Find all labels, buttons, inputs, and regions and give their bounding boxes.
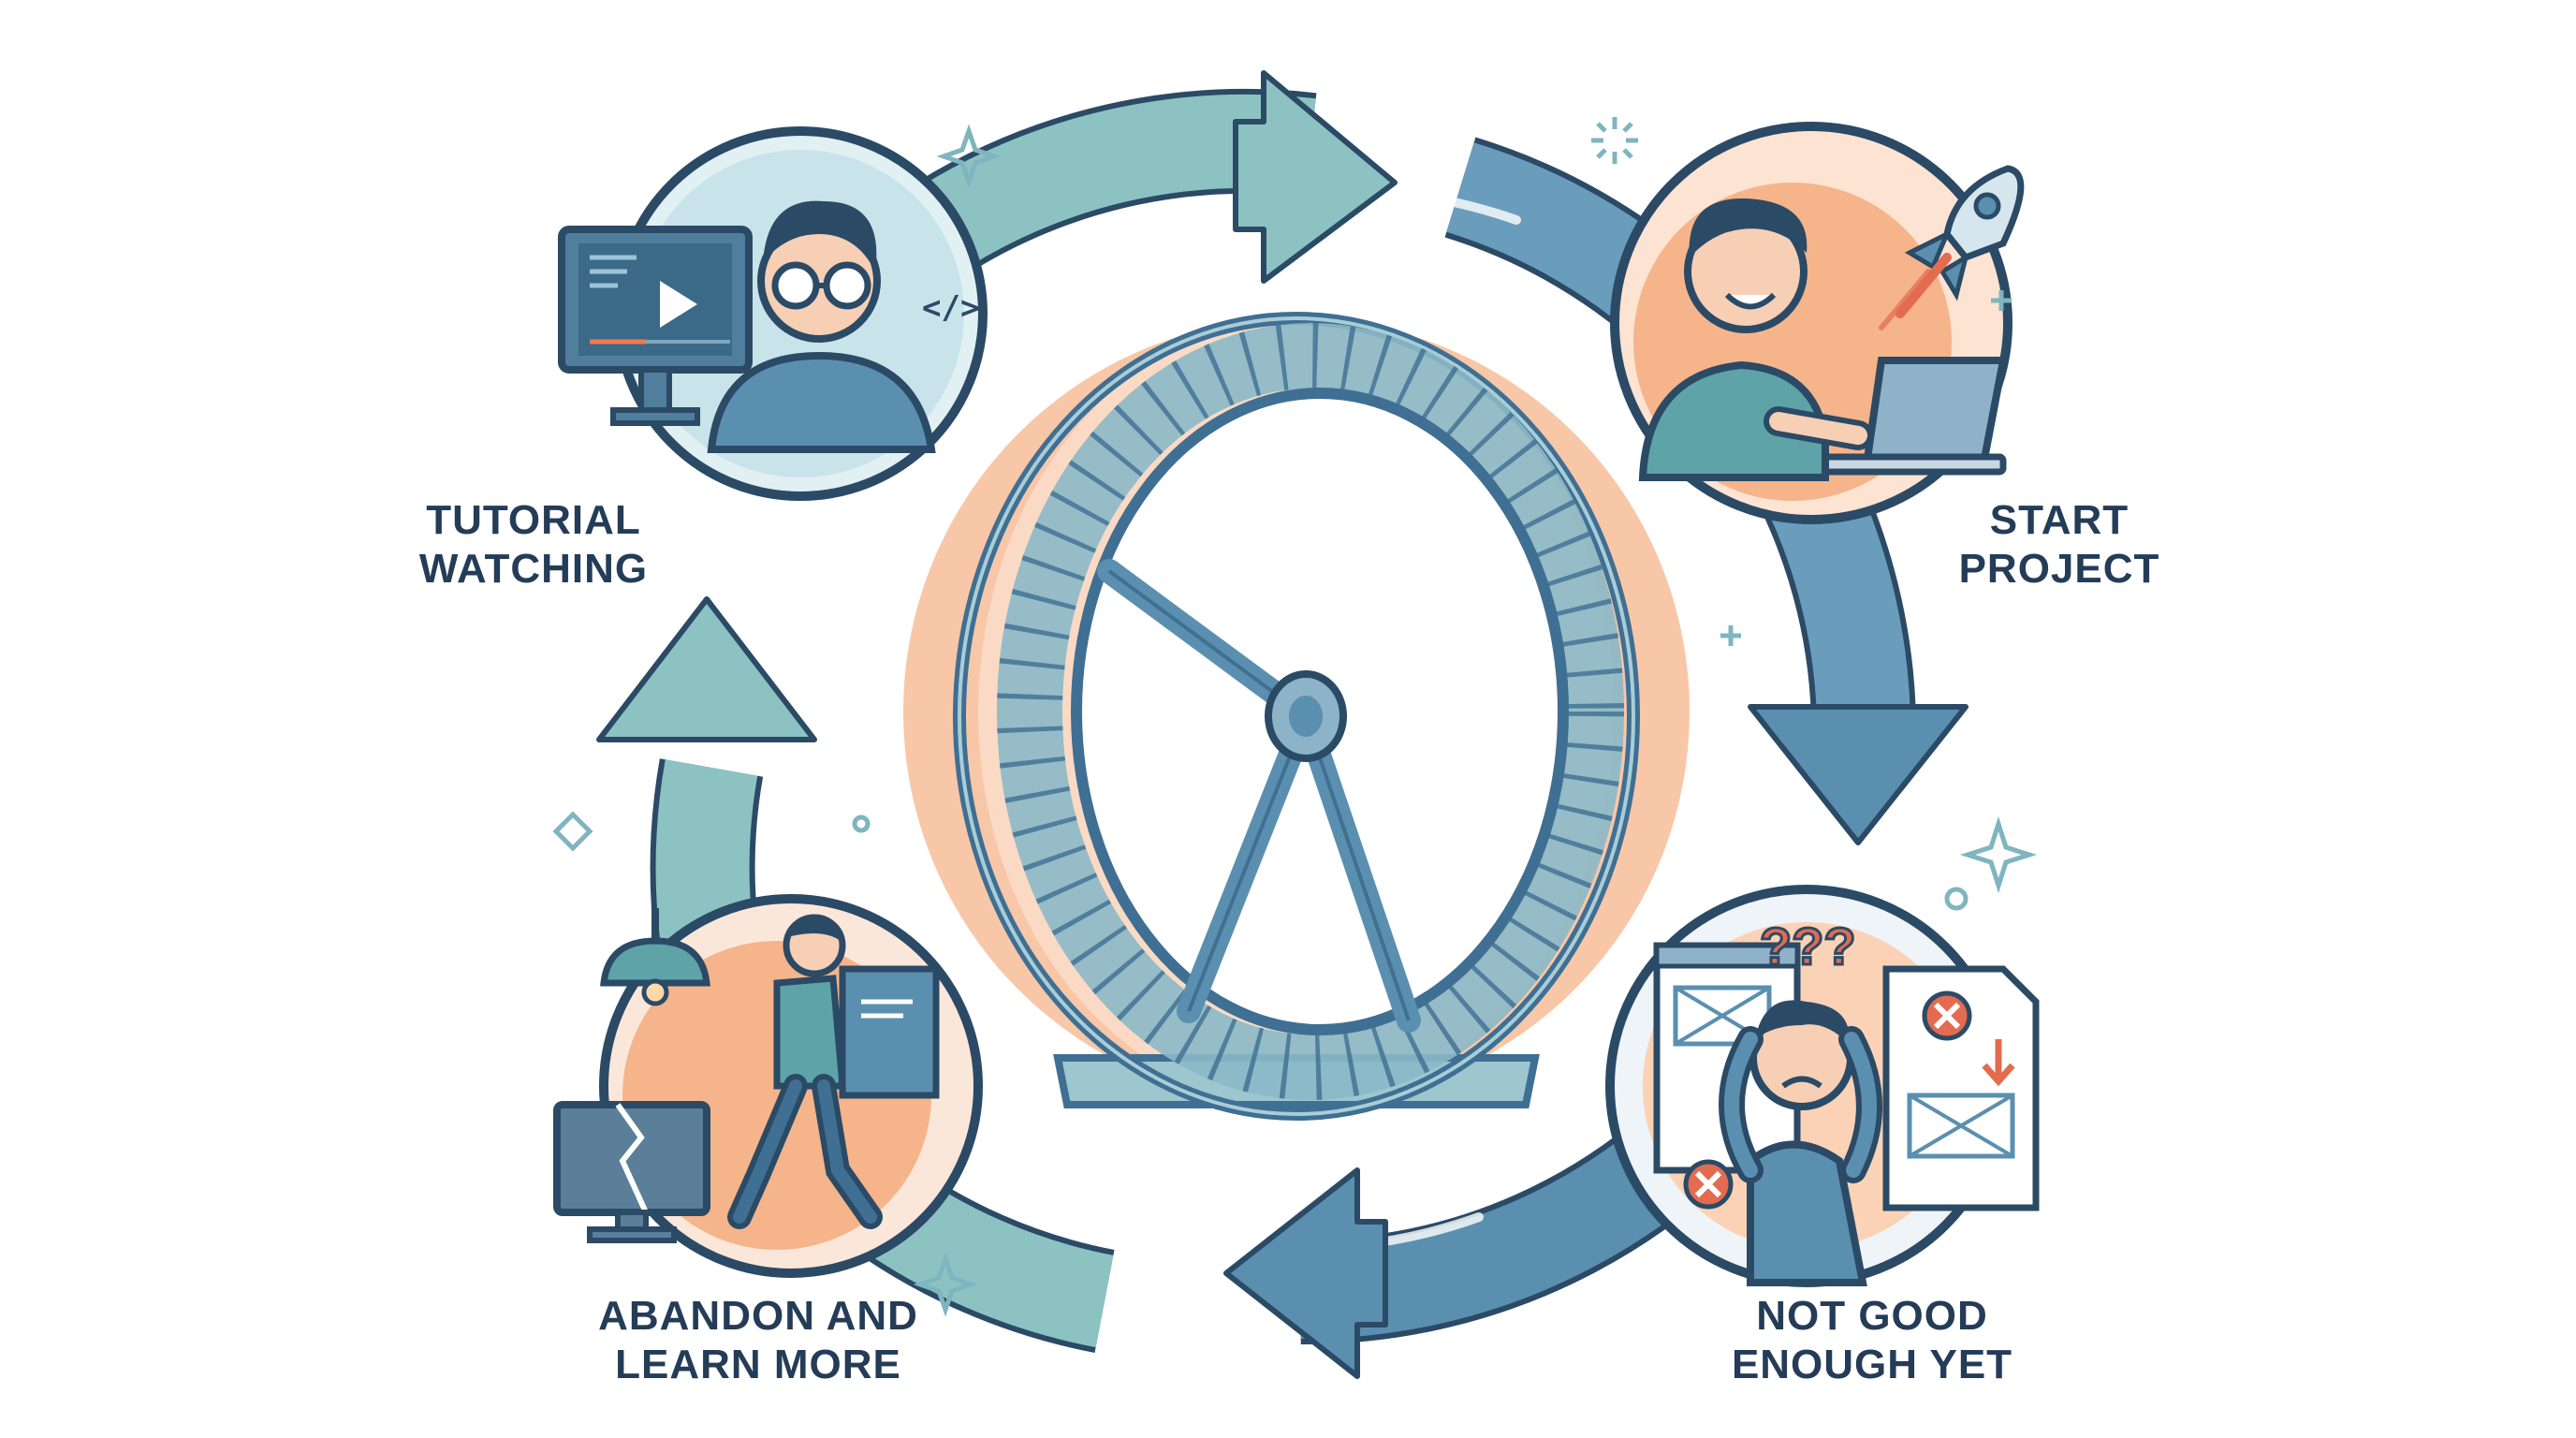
- label-line: TUTORIAL: [426, 497, 641, 543]
- label-line: ENOUGH YET: [1731, 1342, 2013, 1387]
- stage-label-abandon-learn-more: ABANDON AND LEARN MORE: [552, 1292, 964, 1389]
- stage-not-good-enough: ???: [1605, 885, 2040, 1287]
- dot-icon: [1944, 887, 1969, 911]
- label-line: PROJECT: [1958, 546, 2160, 592]
- books-icon: [839, 965, 940, 1099]
- stage-label-start-project: START PROJECT: [1938, 496, 2181, 594]
- code-glyph: </>: [922, 289, 979, 327]
- rocket-icon: [1879, 165, 2025, 330]
- stage-start-project: [1610, 122, 2025, 524]
- arrow-head-up-icon: [596, 596, 817, 742]
- frustrated-person-icon: [1719, 1000, 1882, 1286]
- label-line: NOT GOOD: [1756, 1293, 1988, 1339]
- label-line: ABANDON AND: [598, 1293, 918, 1339]
- draft-document-icon: [1882, 965, 2040, 1211]
- stage-abandon-learn-more: [553, 894, 983, 1278]
- sparkle-icon: [913, 1252, 978, 1317]
- burst-icon: [1591, 117, 1638, 164]
- arrow-heads: [596, 70, 1969, 1379]
- question-marks: ???: [1760, 917, 1856, 976]
- play-icon: [660, 281, 697, 328]
- label-line: WATCHING: [418, 546, 649, 592]
- arrow-head-down-icon: [1748, 704, 1969, 845]
- broken-monitor-icon: [553, 1101, 710, 1243]
- lamp-icon: [600, 908, 710, 1006]
- hamster-wheel-icon: [903, 312, 1690, 1121]
- viewer-person-icon: [707, 200, 936, 453]
- label-line: LEARN MORE: [615, 1342, 901, 1387]
- stage-label-tutorial-watching: TUTORIAL WATCHING: [384, 496, 683, 594]
- sparkles: [552, 117, 2038, 1317]
- plus-icon: [1720, 625, 1741, 646]
- laptop-icon: [1775, 357, 2008, 476]
- sparkle-icon: [1959, 815, 2038, 894]
- sparkle-icon: [552, 811, 593, 852]
- plus-icon: [1991, 290, 2012, 311]
- monitor-icon: [558, 226, 753, 426]
- label-line: START: [1989, 497, 2130, 543]
- arrow-head-left-icon: [1223, 1167, 1388, 1379]
- arrow-head-right-icon: [1233, 70, 1398, 284]
- coder-person-icon: [1638, 198, 1873, 481]
- down-arrow-icon: [1982, 1039, 2015, 1087]
- walking-person-icon: [727, 914, 883, 1229]
- dot-icon: [852, 814, 871, 833]
- stage-label-not-good-enough: NOT GOOD ENOUGH YET: [1704, 1292, 2041, 1389]
- stage-tutorial-watching: </>: [558, 126, 988, 501]
- sparkle-icon: [936, 124, 1002, 189]
